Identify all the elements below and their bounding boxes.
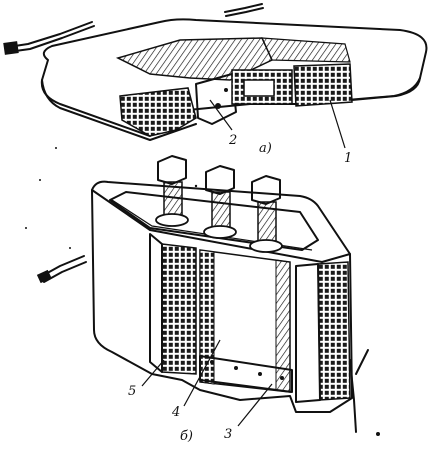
insulating-plate-top — [195, 73, 237, 125]
bottom-plate — [199, 355, 293, 393]
callout-3: 3 — [224, 427, 232, 442]
top-core-view — [3, 3, 428, 149]
core-body — [91, 180, 353, 413]
lead-wires-bottom — [36, 255, 87, 284]
coil-right — [317, 261, 351, 401]
bottom-core-view — [36, 155, 369, 433]
bottom-view-label: б) — [180, 429, 193, 444]
callout-5: 5 — [128, 384, 136, 399]
callout-4: 4 — [171, 405, 180, 420]
terminal-block — [231, 69, 293, 105]
winding-cutaway-right — [293, 63, 353, 107]
top-view-label: a) — [259, 141, 272, 156]
bolt-right — [249, 175, 283, 253]
callout-1: 1 — [344, 151, 352, 166]
callout-2: 2 — [228, 133, 237, 148]
bolt-left — [155, 155, 189, 227]
print-specks — [25, 147, 380, 436]
lead-wires-top — [3, 3, 264, 55]
bolt-middle — [203, 165, 237, 239]
coil-left — [161, 243, 197, 375]
